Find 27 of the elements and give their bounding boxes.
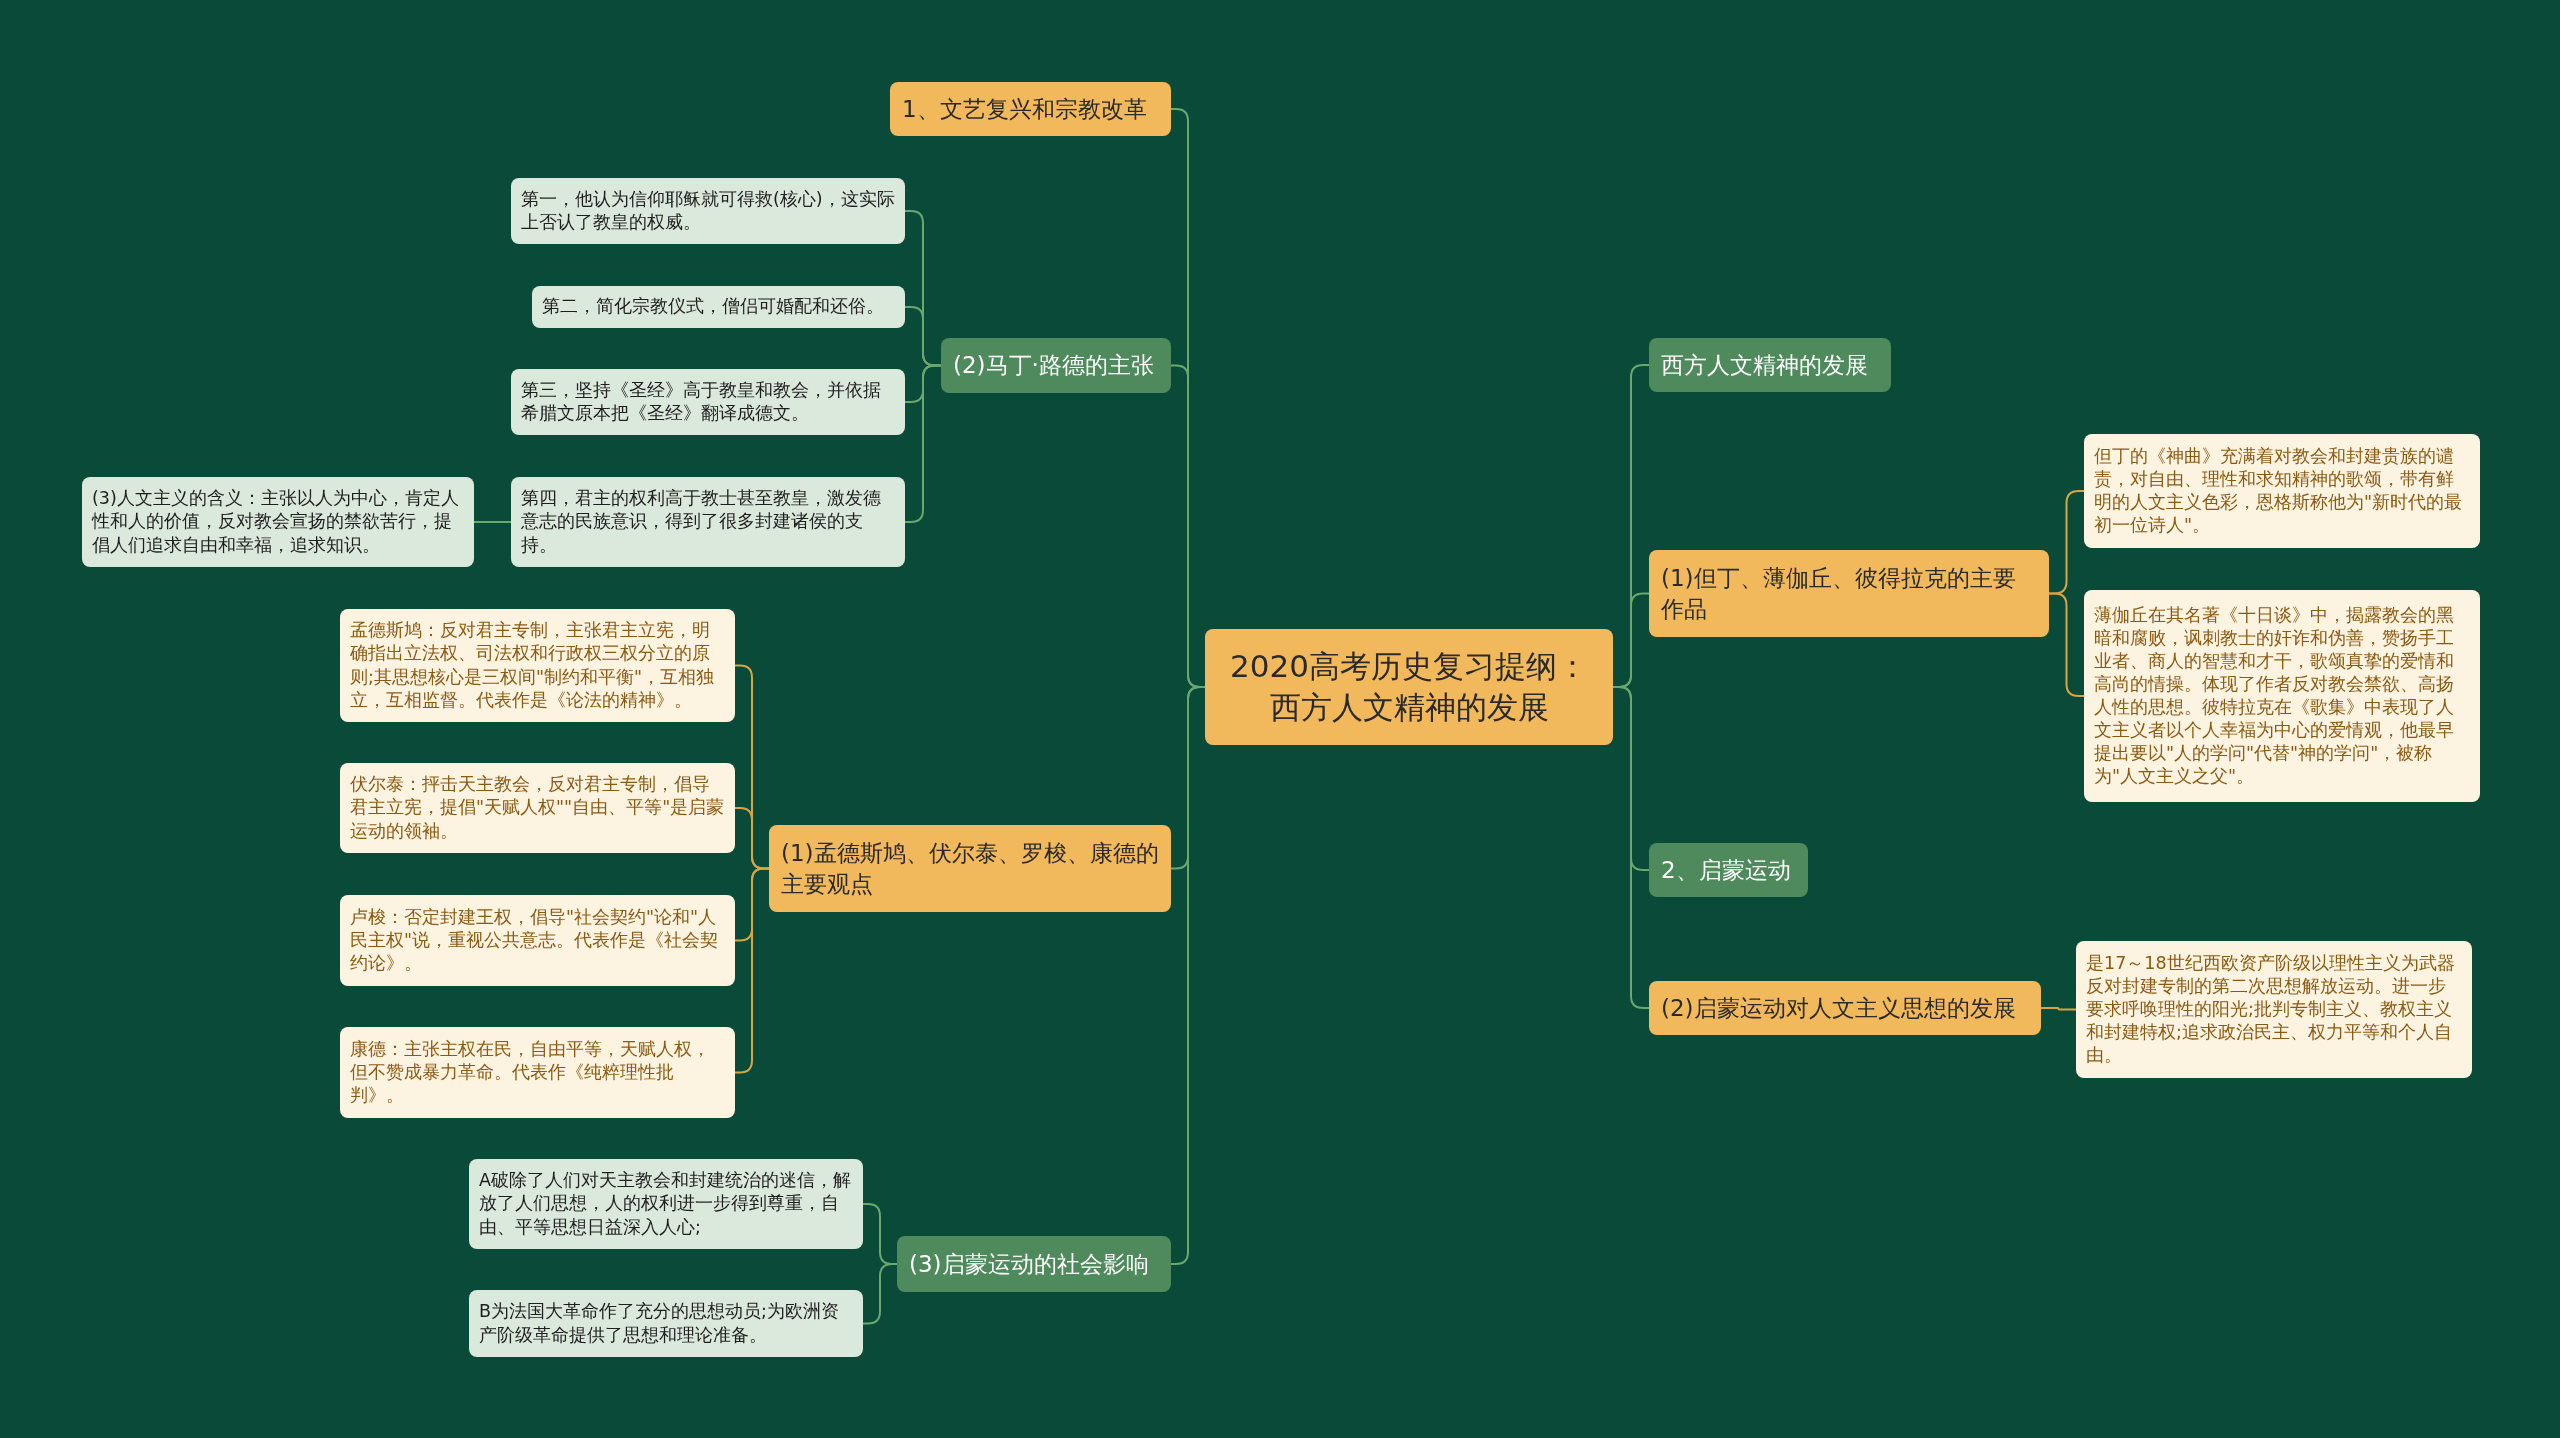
note-box: 第三，坚持《圣经》高于教皇和教会，并依据希腊文原本把《圣经》翻译成德文。	[511, 369, 905, 435]
note-box: 第四，君主的权利高于教士甚至教皇，激发德意志的民族意识，得到了很多封建诸侯的支持。	[511, 477, 905, 567]
note-box: 康德：主张主权在民，自由平等，天赋人权，但不赞成暴力革命。代表作《纯粹理性批判》。	[340, 1027, 735, 1118]
note-box: 但丁的《神曲》充满着对教会和封建贵族的谴责，对自由、理性和求知精神的歌颂，带有鲜明的人文主义色彩，恩格斯称他为"新时代的最初一位诗人"。	[2084, 434, 2480, 548]
topic-box: 1、文艺复兴和宗教改革	[890, 82, 1171, 136]
note-box: 孟德斯鸠：反对君主专制，主张君主立宪，明确指出立法权、司法权和行政权三权分立的原则;其思想核心是三权间"制约和平衡"，互相独立，互相监督。代表作是《论法的精神》。	[340, 609, 735, 722]
connector-line	[862, 1263, 898, 1325]
connector-line	[1612, 686, 1650, 1009]
central-topic-box: 2020高考历史复习提纲：西方人文精神的发展	[1205, 629, 1613, 745]
note-box: A破除了人们对天主教会和封建统治的迷信，解放了人们思想，人的权利进一步得到尊重，自由、平等思想日益深入人心;	[469, 1159, 863, 1249]
topic-box: (3)启蒙运动的社会影响	[897, 1236, 1171, 1292]
connector-line	[473, 521, 512, 523]
note-box: 卢梭：否定封建王权，倡导"社会契约"论和"人民主权"说，重视公共意志。代表作是《社会契约论》。	[340, 895, 735, 986]
note-box: 伏尔泰：抨击天主教会，反对君主专制，倡导君主立宪，提倡"天赋人权""自由、平等"是启蒙运动的领袖。	[340, 763, 735, 853]
note-box: 第二，简化宗教仪式，僧侣可婚配和还俗。	[532, 286, 905, 328]
topic-box: (1)孟德斯鸠、伏尔泰、罗梭、康德的主要观点	[769, 825, 1171, 912]
topic-box: (2)启蒙运动对人文主义思想的发展	[1649, 981, 2041, 1035]
topic-box: 2、启蒙运动	[1649, 843, 1808, 897]
note-box: (3)人文主义的含义：主张以人为中心，肯定人性和人的价值，反对教会宣扬的禁欲苦行，提倡人们追求自由和幸福，追求知识。	[82, 477, 474, 567]
note-box: 薄伽丘在其名著《十日谈》中，揭露教会的黑暗和腐败，讽刺教士的奸诈和伪善，赞扬手工业者、商人的智慧和才干，歌颂真挚的爱情和高尚的情操。体现了作者反对教会禁欲、高扬人性的思想。彼特拉克在《歌集》中表现了人文主义者以个人幸福为中心的爱情观，他最早提出要以"人的学问"代替"神的学问"，被称为"人文主义之父"。	[2084, 590, 2480, 802]
topic-box: 西方人文精神的发展	[1649, 338, 1891, 392]
note-box: 是17～18世纪西欧资产阶级以理性主义为武器反对封建专制的第二次思想解放运动。进一步要求呼唤理性的阳光;批判专制主义、教权主义和封建特权;追求政治民主、权力平等和个人自由。	[2076, 941, 2472, 1078]
note-box: 第一，他认为信仰耶稣就可得救(核心)，这实际上否认了教皇的权威。	[511, 178, 905, 244]
connector-line	[2040, 1007, 2077, 1011]
note-box: B为法国大革命作了充分的思想动员;为欧洲资产阶级革命提供了思想和理论准备。	[469, 1290, 863, 1357]
topic-box: (1)但丁、薄伽丘、彼得拉克的主要作品	[1649, 550, 2049, 637]
topic-box: (2)马丁·路德的主张	[941, 338, 1171, 393]
